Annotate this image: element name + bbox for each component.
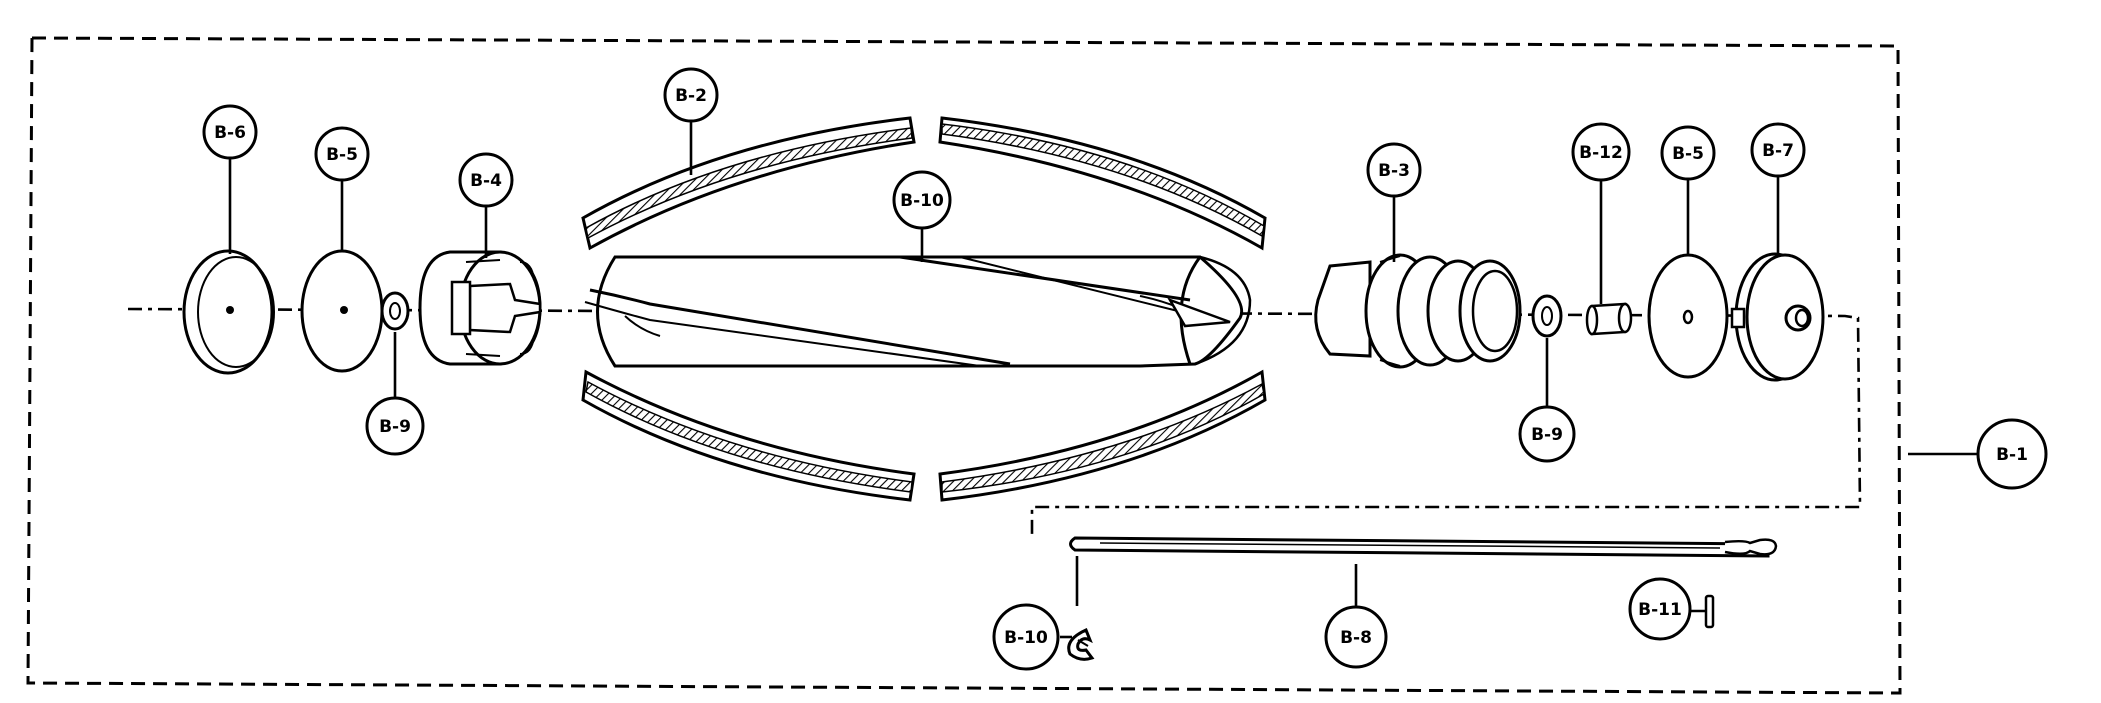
callout-label: B-9 [1531,425,1563,445]
part-b5-disc-right [1647,253,1729,379]
callout-label: B-3 [1378,161,1410,181]
part-b7-end-cap [1730,252,1825,382]
callout-label: B-11 [1638,600,1682,620]
callout-label: B-1 [1996,445,2028,465]
callout-label: B-9 [379,417,411,437]
callout-label: B-4 [470,171,502,191]
callout-b6: B-6 [202,104,258,160]
callout-b10-top: B-10 [892,170,952,230]
assembly-boundary [26,36,1902,695]
part-b6-end-cap [182,249,275,375]
callout-b11: B-11 [1628,577,1692,641]
part-b11-pin [1704,594,1715,629]
callout-b8: B-8 [1324,605,1388,669]
callout-b10-bottom: B-10 [992,603,1060,671]
callout-label: B-2 [675,86,707,106]
callout-label: B-5 [326,145,358,165]
callout-label: B-10 [900,191,944,211]
callout-label: B-5 [1672,144,1704,164]
callout-b5-right: B-5 [1660,125,1716,181]
callout-b2: B-2 [663,67,719,123]
callout-label: B-6 [214,123,246,143]
callout-b5-left: B-5 [314,126,370,182]
callout-b7: B-7 [1750,122,1806,178]
part-b9-washer-right [1531,294,1563,338]
part-b4-bearing-housing [418,250,542,366]
part-b9-washer-left [380,291,410,331]
part-b12-bushing [1585,302,1633,336]
part-b3-bearing-housing [1314,253,1522,369]
part-b5-disc-left [300,249,384,373]
part-b2-brush-strips [581,116,1267,502]
callout-b9-left: B-9 [365,396,425,456]
callout-b1: B-1 [1976,418,2048,490]
part-b8-shaft [1069,536,1778,558]
leader-lines [228,120,1978,639]
callout-label: B-8 [1340,628,1372,648]
callout-b4: B-4 [458,152,514,208]
callout-b12: B-12 [1571,122,1631,182]
callout-label: B-10 [1004,628,1048,648]
callout-label: B-7 [1762,141,1794,161]
callout-b9-right: B-9 [1518,405,1576,463]
part-b10-clip [1067,627,1095,661]
part-b10-roller [584,255,1252,368]
callout-b3: B-3 [1366,142,1422,198]
callout-label: B-12 [1579,143,1623,163]
